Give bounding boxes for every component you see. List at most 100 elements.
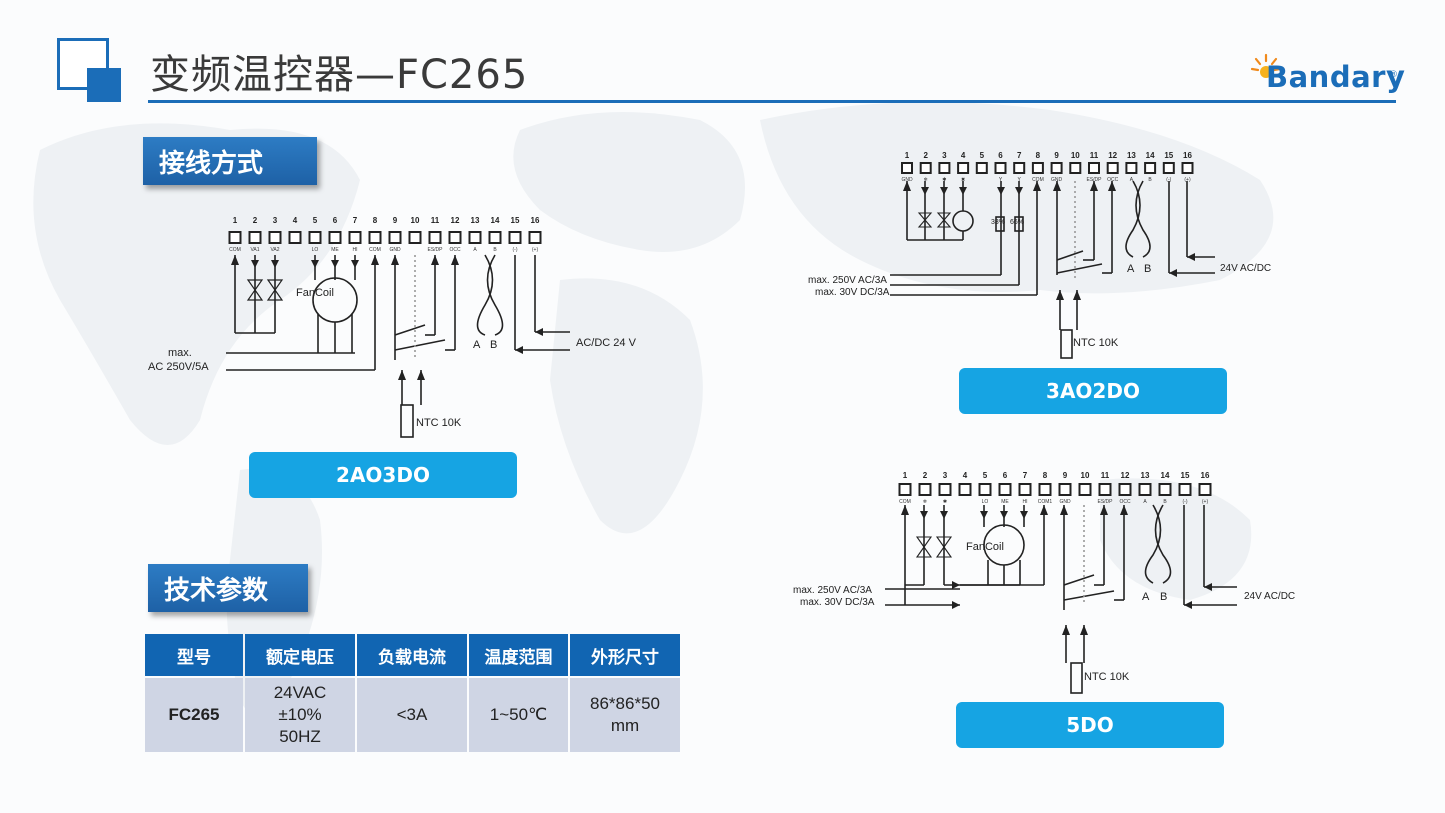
terminal-number: 2 (923, 151, 928, 160)
max-label-line1: max. 250V AC/3A (808, 275, 887, 286)
terminal-number: 14 (491, 216, 500, 225)
title-underline (148, 100, 1396, 103)
terminal-number: 9 (1054, 151, 1059, 160)
terminal-code: COM (899, 499, 911, 505)
terminal-number: 4 (961, 151, 966, 160)
terminal-block (488, 231, 502, 244)
terminal-block (1088, 162, 1100, 174)
terminal-block (1118, 483, 1132, 496)
terminal-code: OCC (1119, 499, 1131, 505)
terminal-block (268, 231, 282, 244)
model-value: FC265 (168, 705, 220, 724)
terminal-block (228, 231, 242, 244)
terminal-code: GND (389, 247, 401, 253)
terminal-block (1158, 483, 1172, 496)
terminal-block (975, 162, 988, 174)
terminal-block (1069, 162, 1082, 174)
fancoil-label: FanCoil (966, 541, 1004, 553)
terminal-code: OCC (1107, 177, 1119, 183)
terminal-block (1050, 162, 1063, 174)
max-label-line2: AC 250V/5A (148, 361, 209, 373)
terminal-block (957, 162, 970, 174)
terminal-number: 11 (1090, 151, 1099, 160)
bus-b-label: B (1160, 591, 1167, 603)
terminal-number: 5 (980, 151, 985, 160)
terminal-block (1125, 162, 1138, 174)
terminal-block (1018, 483, 1032, 496)
header-voltage: 额定电压 (245, 634, 355, 676)
terminal-code: LO (982, 499, 989, 505)
terminal-number: 15 (511, 216, 520, 225)
ntc-label: NTC 10K (1084, 671, 1130, 683)
terminal-number: 13 (1141, 471, 1150, 480)
terminal-number: 16 (531, 216, 540, 225)
terminal-number: 1 (233, 216, 238, 225)
terminal-code: COM (369, 247, 381, 253)
terminal-block (408, 231, 422, 244)
terminal-number: 9 (393, 216, 398, 225)
terminal-code: Y (1018, 177, 1022, 183)
terminal-number: 3 (943, 471, 948, 480)
terminal-number: 13 (471, 216, 480, 225)
terminal-number: 15 (1164, 151, 1173, 160)
temp-value: 1~50℃ (489, 705, 548, 724)
terminal-number: 7 (1023, 471, 1028, 480)
terminal-number: 2 (923, 471, 928, 480)
terminal-number: 7 (1017, 151, 1022, 160)
terminal-number: 6 (998, 151, 1003, 160)
spec-table-header-row: 型号 额定电压 负载电流 温度范围 外形尺寸 (145, 634, 680, 676)
terminal-block (938, 483, 952, 496)
terminal-number: 5 (313, 216, 318, 225)
terminal-number: 12 (1108, 151, 1117, 160)
terminal-code: (+) (1184, 177, 1191, 183)
terminal-block (1031, 162, 1044, 174)
terminal-number: 1 (905, 151, 910, 160)
terminal-code: COM (229, 247, 241, 253)
max-label-line1: max. (168, 347, 192, 359)
terminal-number: 9 (1063, 471, 1068, 480)
voltage-line2: ±10% (278, 705, 322, 724)
terminal-number: 16 (1183, 151, 1192, 160)
terminal-block (938, 162, 951, 174)
terminal-block (918, 483, 932, 496)
bus-a-label: A (1127, 263, 1135, 275)
terminal-number: 13 (1127, 151, 1136, 160)
terminal-block (1162, 162, 1175, 174)
terminal-number: 14 (1146, 151, 1155, 160)
terminal-code: (+) (1202, 499, 1209, 505)
terminal-code: VA2 (270, 247, 279, 253)
power-label: AC/DC 24 V (576, 337, 637, 349)
terminal-block (1106, 162, 1119, 174)
terminal-block (348, 231, 362, 244)
terminal-block (328, 231, 342, 244)
terminal-block (248, 231, 262, 244)
cell-model: FC265 (145, 678, 243, 752)
terminal-block (958, 483, 972, 496)
corner-logo (57, 38, 123, 104)
terminal-block (901, 162, 913, 174)
terminal-code: ES/DP (427, 247, 443, 253)
table-row: FC265 24VAC ±10% 50HZ <3A 1~50℃ 86*86*50… (145, 678, 680, 752)
terminal-number: 10 (1071, 151, 1080, 160)
max-label-line1: max. 250V AC/3A (793, 585, 872, 596)
terminal-code: ME (331, 247, 339, 253)
terminal-block (998, 483, 1012, 496)
terminal-number: 14 (1161, 471, 1170, 480)
section-wiring-tag: 接线方式 (143, 137, 317, 185)
terminal-number: 11 (1101, 471, 1110, 480)
terminal-code: COM (1032, 177, 1044, 183)
terminal-block (388, 231, 402, 244)
terminal-block (428, 231, 442, 244)
terminal-block (1013, 162, 1026, 174)
terminal-block (368, 231, 382, 244)
terminal-number: 7 (353, 216, 358, 225)
brand-registered-mark: ® (1389, 70, 1398, 80)
terminal-code: A (473, 247, 477, 253)
terminal-code: B (1148, 177, 1152, 183)
terminal-code: GND (1059, 499, 1071, 505)
page-title: 变频温控器—FC265 (150, 52, 529, 98)
ntc-label: NTC 10K (1073, 337, 1119, 349)
bus-a-label: A (1142, 591, 1150, 603)
spec-table: 型号 额定电压 负载电流 温度范围 外形尺寸 FC265 24VAC ±10% … (143, 632, 682, 754)
